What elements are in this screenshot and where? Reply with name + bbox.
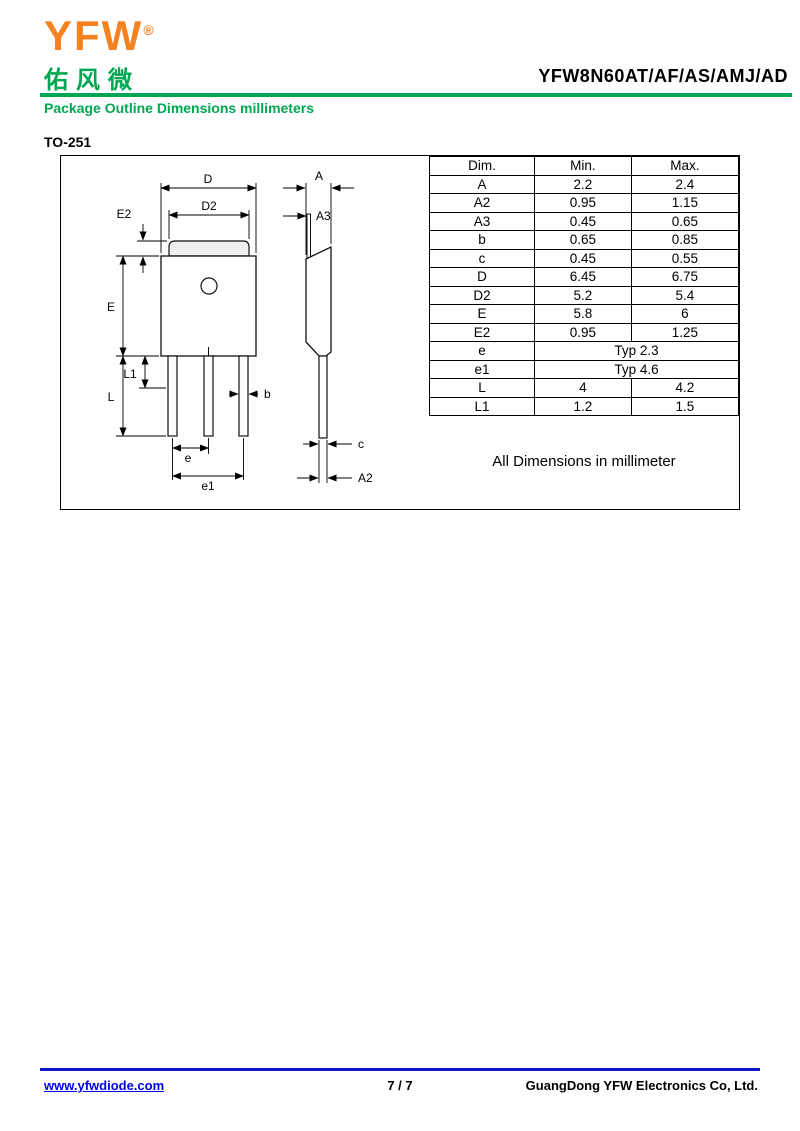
front-view [160, 240, 257, 437]
registered-trademark-icon: ® [143, 22, 154, 38]
dim-label-A: A [315, 169, 323, 183]
dim-table-cell: 6.75 [630, 267, 740, 287]
dim-table-cell: 6.45 [534, 267, 632, 287]
page-number: 7 / 7 [387, 1078, 413, 1093]
dim-label-A2: A2 [358, 471, 373, 485]
dim-table-cell: 0.45 [534, 248, 632, 268]
dim-table-cell: L1 [429, 396, 535, 416]
dim-table-cell: 1.5 [630, 396, 740, 416]
dim-label-c: c [358, 437, 364, 451]
logo-text: YFW [44, 12, 144, 59]
package-body-side [305, 245, 332, 357]
dim-label-D2: D2 [201, 199, 217, 213]
dim-label-L1: L1 [123, 367, 137, 381]
outline-figure-box: D D2 E2 E L1 L b e e1 A A3 c A2 Dim. Min… [60, 155, 740, 510]
website-link[interactable]: www.yfwdiode.com [44, 1078, 165, 1093]
package-name: TO-251 [44, 134, 92, 150]
dim-table-cell: A [429, 174, 535, 194]
dim-table-cell: 0.55 [630, 248, 740, 268]
dim-label-e: e [185, 451, 192, 465]
dim-table-header: Max. [630, 156, 740, 176]
dim-label-D: D [204, 172, 213, 186]
company-name: GuangDong YFW Electronics Co, Ltd. [525, 1078, 758, 1093]
dim-table-header: Dim. [429, 156, 535, 176]
dim-table-cell: A2 [429, 193, 535, 213]
dim-table-cell: 5.8 [534, 304, 632, 324]
dim-table-header-row: Dim. Min. Max. [429, 156, 740, 176]
dim-table-cell: D [429, 267, 535, 287]
lead-side [318, 355, 328, 439]
dim-table-cell: 0.95 [534, 193, 632, 213]
dim-table-cell: e1 [429, 359, 535, 379]
lead-left [167, 355, 178, 437]
dim-table-cell: A3 [429, 211, 535, 231]
dimensions-note: All Dimensions in millimeter [492, 453, 676, 470]
dim-label-b: b [264, 387, 271, 401]
dim-table-cell: Typ 2.3 [534, 341, 739, 361]
dim-table-cell: 0.65 [534, 230, 632, 250]
section-title: Package Outline Dimensions millimeters [44, 100, 314, 116]
dim-label-E: E [107, 300, 115, 314]
lead-middle [203, 355, 214, 437]
lead-right [238, 355, 249, 437]
dim-table-cell: c [429, 248, 535, 268]
package-outline-drawing: D D2 E2 E L1 L b e e1 A A3 c A2 [107, 169, 373, 493]
dim-table-cell: 5.4 [630, 285, 740, 305]
dim-table-cell: 1.15 [630, 193, 740, 213]
dimension-labels: D D2 E2 E L1 L b e e1 A A3 c A2 [107, 169, 373, 493]
dim-table-cell: 2.2 [534, 174, 632, 194]
dim-table-cell: Typ 4.6 [534, 359, 739, 379]
dim-table-cell: D2 [429, 285, 535, 305]
dim-label-A3: A3 [316, 209, 331, 223]
dim-table-cell: 0.85 [630, 230, 740, 250]
dim-table-cell: e [429, 341, 535, 361]
dim-table-cell: E [429, 304, 535, 324]
dim-table-cell: 1.25 [630, 322, 740, 342]
side-view [305, 213, 332, 439]
dim-table-cell: 1.2 [534, 396, 632, 416]
dim-table-cell: L [429, 378, 535, 398]
tab-cap [168, 240, 250, 257]
footer-divider [40, 1068, 760, 1071]
tab-edge [306, 213, 311, 259]
dim-table-cell: 2.4 [630, 174, 740, 194]
dim-table-cell: 6 [630, 304, 740, 324]
yfw-logo: YFW® 佑风微 [44, 10, 154, 95]
header-divider [40, 93, 792, 97]
dim-table-cell: 0.95 [534, 322, 632, 342]
dim-table-cell: 5.2 [534, 285, 632, 305]
dim-table-cell: E2 [429, 322, 535, 342]
mounting-hole [200, 277, 218, 295]
dim-label-E2: E2 [117, 207, 132, 221]
dimension-lines [116, 183, 354, 483]
dim-label-L: L [108, 390, 115, 404]
dim-table-cell: 4.2 [630, 378, 740, 398]
logo-wordmark: YFW® [44, 10, 154, 59]
dim-table-header: Min. [534, 156, 632, 176]
part-number: YFW8N60AT/AF/AS/AMJ/AD [538, 66, 788, 86]
dim-table-cell: 0.65 [630, 211, 740, 231]
dim-table-cell: 4 [534, 378, 632, 398]
dim-label-e1: e1 [201, 479, 215, 493]
dim-table-cell: b [429, 230, 535, 250]
package-body [160, 255, 257, 357]
logo-chinese-text: 佑风微 [44, 67, 140, 94]
dim-table-cell: 0.45 [534, 211, 632, 231]
